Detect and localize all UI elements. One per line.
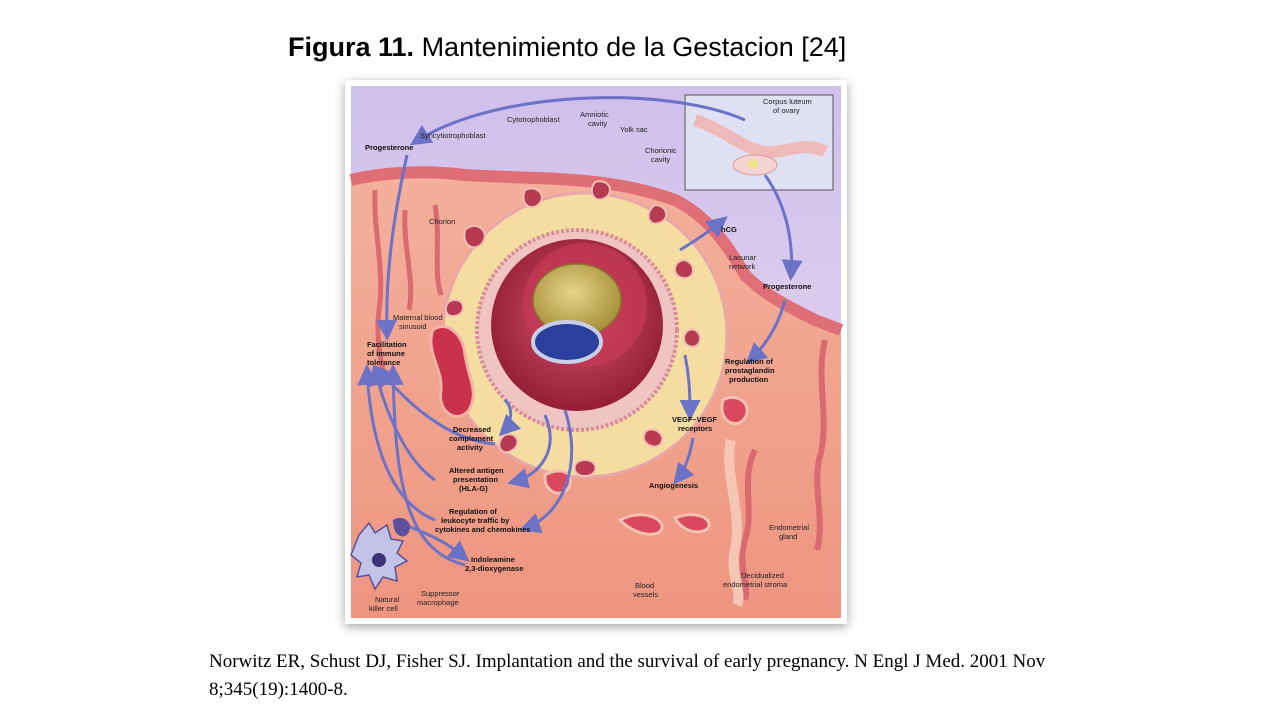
- label-angiogenesis: Angiogenesis: [649, 481, 698, 490]
- label-yolk-sac: Yolk sac: [620, 125, 648, 134]
- label-facilitation-3: tolerance: [367, 358, 400, 367]
- label-stroma-2: endometrial stroma: [723, 580, 788, 589]
- implantation-illustration: Corpus luteum of ovary Progesterone Sync…: [345, 80, 847, 624]
- label-ido-2: 2,3-dioxygenase: [465, 564, 523, 573]
- label-prostaglandin-2: prostaglandin: [725, 366, 775, 375]
- label-macrophage-2: macrophage: [417, 598, 459, 607]
- label-vegf-2: receptors: [678, 424, 712, 433]
- label-sinusoid-1: Maternal blood: [393, 313, 443, 322]
- label-progesterone-top: Progesterone: [365, 143, 413, 152]
- label-amniotic-2: cavity: [588, 119, 607, 128]
- label-prostaglandin-3: production: [729, 375, 769, 384]
- label-antigen-2: presentation: [453, 475, 498, 484]
- implantation-figure: Corpus luteum of ovary Progesterone Sync…: [345, 80, 847, 624]
- corpus-luteum: [748, 159, 758, 169]
- label-cytotrophoblast: Cytotrophoblast: [507, 115, 560, 124]
- label-nk-2: killer cell: [369, 604, 398, 613]
- label-vessels-2: vessels: [633, 590, 658, 599]
- label-antigen-3: (HLA-G): [459, 484, 488, 493]
- slide-title-bold: Figura 11.: [288, 32, 414, 62]
- embryonic-disc: [533, 322, 601, 362]
- label-gland-1: Endometrial: [769, 523, 809, 532]
- citation-text: Norwitz ER, Schust DJ, Fisher SJ. Implan…: [209, 648, 1069, 704]
- label-vessels-1: Blood: [635, 581, 654, 590]
- label-stroma-1: Decidualized: [741, 571, 784, 580]
- label-prostaglandin-1: Regulation of: [725, 357, 773, 366]
- label-complement-3: activity: [457, 443, 484, 452]
- label-ido-1: Indoleamine: [471, 555, 515, 564]
- label-corpus-luteum-1: Corpus luteum: [763, 97, 812, 106]
- label-complement-2: complement: [449, 434, 494, 443]
- label-facilitation-2: of immune: [367, 349, 405, 358]
- label-gland-2: gland: [779, 532, 797, 541]
- label-amniotic-1: Amniotic: [580, 110, 609, 119]
- label-complement-1: Decreased: [453, 425, 491, 434]
- nk-cell-nucleus: [372, 553, 386, 567]
- label-sinusoid-2: sinusoid: [399, 322, 427, 331]
- label-chorionic-1: Chorionic: [645, 146, 677, 155]
- label-nk-1: Natural: [375, 595, 400, 604]
- label-leukocyte-1: Regulation of: [449, 507, 497, 516]
- label-lacunar-2: network: [729, 262, 756, 271]
- label-hcg: hCG: [721, 225, 737, 234]
- label-corpus-luteum-2: of ovary: [773, 106, 800, 115]
- label-chorion: Chorion: [429, 217, 455, 226]
- label-chorionic-2: cavity: [651, 155, 670, 164]
- label-facilitation-1: Facilitation: [367, 340, 407, 349]
- label-syncytiotrophoblast: Syncytiotrophoblast: [420, 131, 486, 140]
- label-vegf-1: VEGF–VEGF: [672, 415, 717, 424]
- label-progesterone-right: Progesterone: [763, 282, 811, 291]
- label-lacunar-1: Lacunar: [729, 253, 757, 262]
- label-antigen-1: Altered antigen: [449, 466, 504, 475]
- label-leukocyte-3: cytokines and chemokines: [435, 525, 530, 534]
- label-leukocyte-2: leukocyte traffic by: [441, 516, 510, 525]
- label-macrophage-1: Suppressor: [421, 589, 460, 598]
- slide-title-text: Mantenimiento de la Gestacion [24]: [414, 32, 846, 62]
- slide-title: Figura 11. Mantenimiento de la Gestacion…: [288, 32, 846, 63]
